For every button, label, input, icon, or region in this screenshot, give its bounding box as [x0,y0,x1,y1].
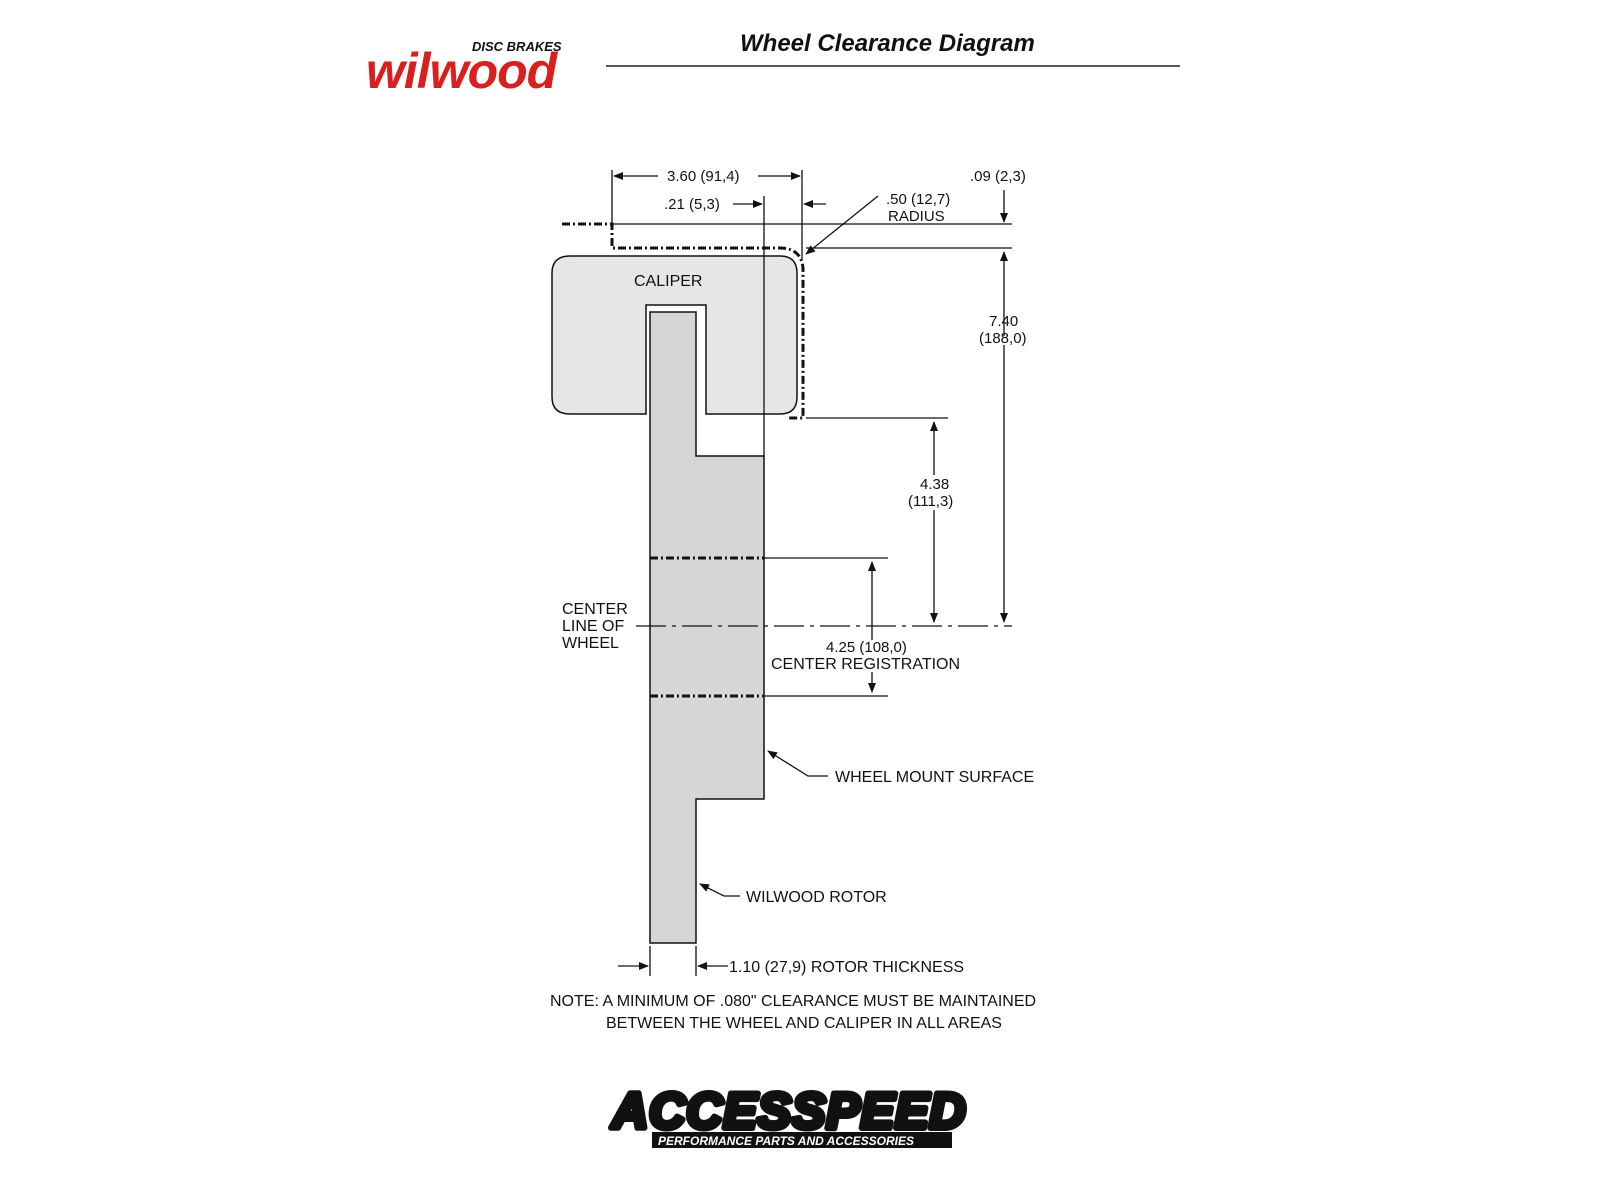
footer-brand-outline: ACCESSPEED [610,1083,967,1139]
dim-overall-width: 3.60 (91,4) [667,168,740,185]
dim-radius-label: RADIUS [888,208,945,225]
footer-tagline: PERFORMANCE PARTS AND ACCESSORIES [658,1134,914,1148]
accesspeed-logo: ACCESSPEED ACCESSPEED PERFORMANCE PARTS … [607,1080,969,1148]
centerline-label-1: CENTER [562,601,628,618]
wheel-mount-label: WHEEL MOUNT SURFACE [835,769,1034,786]
dim-height-line2: (188,0) [979,330,1027,347]
note-line-1: NOTE: A MINIMUM OF .080" CLEARANCE MUST … [550,993,1036,1010]
rotor-leader [699,883,740,897]
dim-radius-value: .50 (12,7) [886,191,950,208]
footer-brand: ACCESSPEED [610,1083,967,1139]
dim-center-reg-value: 4.25 (108,0) [826,639,907,656]
centerline-label-3: WHEEL [562,635,619,652]
note-line-2: BETWEEN THE WHEEL AND CALIPER IN ALL ARE… [606,1015,1002,1032]
wheel-mount-leader [767,750,828,777]
dim-top-gap: .09 (2,3) [970,168,1026,185]
dim-height-line1: 7.40 [989,313,1018,330]
centerline-label-2: LINE OF [562,618,624,635]
rotor-label: WILWOOD ROTOR [746,889,887,906]
dim-center-reg-label: CENTER REGISTRATION [771,656,960,673]
radius-leader [805,195,879,255]
caliper-body [551,255,798,415]
wilwood-logo: DISC BRAKES wilwood [366,39,562,99]
dim-offset-small: .21 (5,3) [664,196,720,213]
dim-drop-line1: 4.38 [920,476,949,493]
rotor-hub-shape [649,311,765,944]
dim-rotor-thickness: 1.10 (27,9) ROTOR THICKNESS [729,959,964,976]
caliper-label: CALIPER [634,273,702,290]
dim-drop-line2: (111,3) [908,493,953,510]
footer-tagline-bar [652,1132,952,1148]
wheel-clearance-profile [562,222,805,420]
logo-brand: wilwood [366,43,559,99]
page-title: Wheel Clearance Diagram [740,30,1035,57]
logo-tagline: DISC BRAKES [472,39,562,54]
